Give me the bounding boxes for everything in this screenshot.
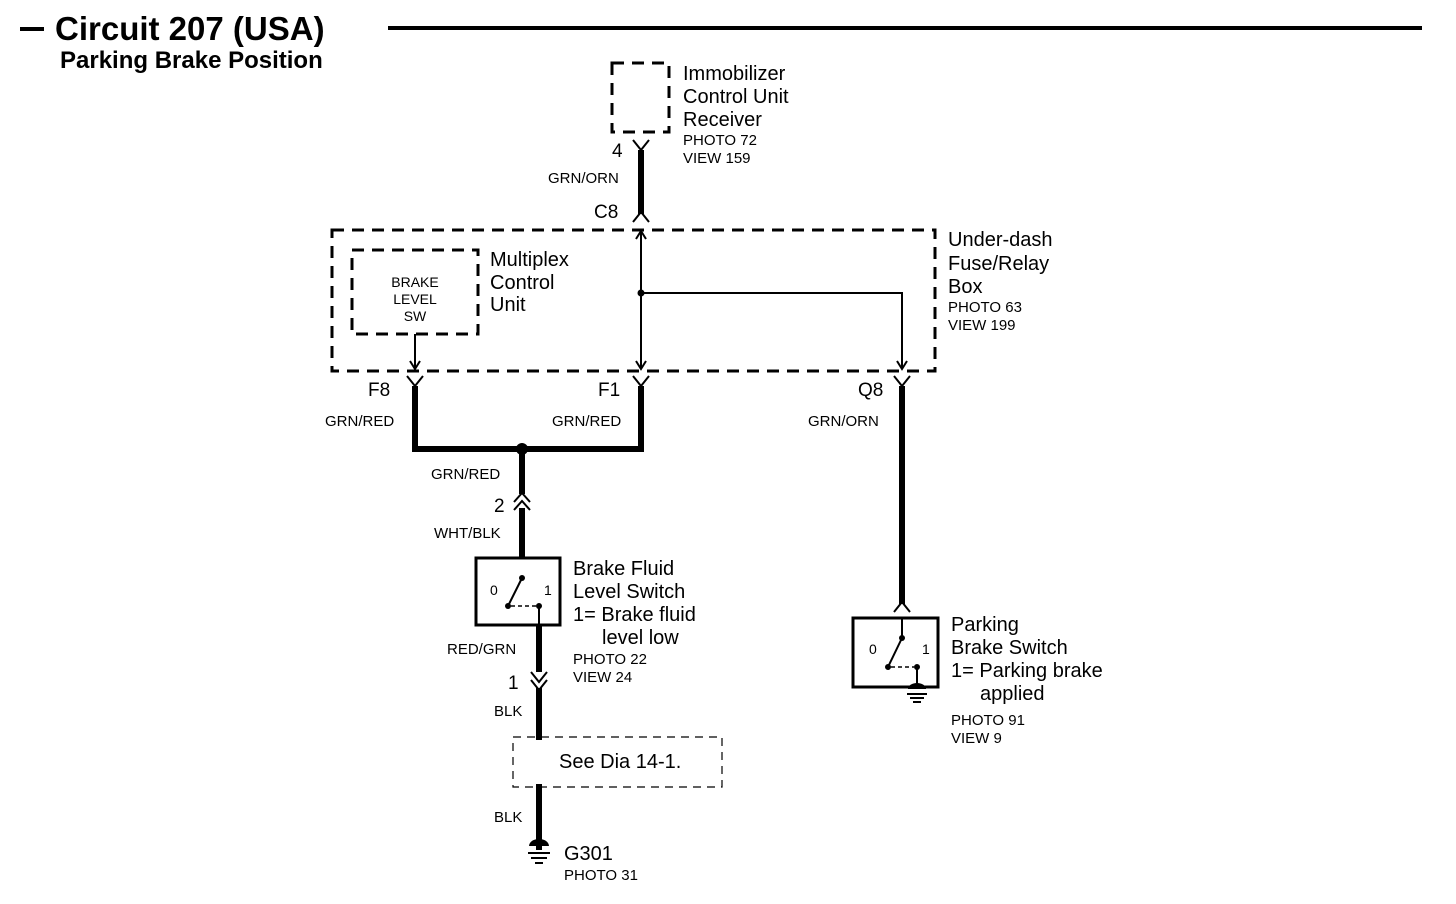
page-title: Circuit 207 (USA) xyxy=(55,10,325,47)
brake-fluid-view: VIEW 24 xyxy=(573,669,632,686)
parking-brake-photo: PHOTO 91 xyxy=(951,712,1025,729)
wire-label-blk-lower: BLK xyxy=(494,809,522,826)
underdash-label-3: Box xyxy=(948,276,982,298)
brake-fluid-contact-0 xyxy=(505,603,511,609)
brake-fluid-blade xyxy=(507,577,523,607)
immobilizer-view: VIEW 159 xyxy=(683,150,751,167)
parking-brake-label-1: Parking xyxy=(951,614,1019,636)
connector-1-upper xyxy=(530,671,548,684)
underdash-photo: PHOTO 63 xyxy=(948,299,1022,316)
parking-brake-view: VIEW 9 xyxy=(951,730,1002,747)
brake-fluid-switch-box xyxy=(474,556,562,627)
connector-2-lower xyxy=(513,499,531,511)
immobilizer-label-3: Receiver xyxy=(683,109,762,131)
immobilizer-label-2: Control Unit xyxy=(683,86,789,108)
underdash-view: VIEW 199 xyxy=(948,317,1016,334)
underdash-fuse-box xyxy=(330,228,937,373)
wire-label-blk-upper: BLK xyxy=(494,703,522,720)
immobilizer-photo: PHOTO 72 xyxy=(683,132,757,149)
multiplex-label-2: Control xyxy=(490,272,554,294)
connector-c8-symbol xyxy=(632,210,650,223)
connector-f8-label: F8 xyxy=(368,380,390,401)
ground-g301-photo: PHOTO 31 xyxy=(564,867,638,884)
multiplex-label-3: Unit xyxy=(490,294,526,316)
parking-brake-blade xyxy=(887,637,903,668)
connector-2-label: 2 xyxy=(494,496,505,517)
connector-c8-label: C8 xyxy=(594,202,618,223)
wire-label-switch-in: WHT/BLK xyxy=(434,525,501,542)
immobilizer-box xyxy=(610,61,671,134)
wire-label-splice: GRN/RED xyxy=(431,466,500,483)
brake-level-sw-label-2: LEVEL xyxy=(393,291,437,307)
underdash-label-2: Fuse/Relay xyxy=(948,253,1049,275)
wire-label-switch-out: RED/GRN xyxy=(447,641,516,658)
brake-level-sw-label-3: SW xyxy=(404,308,427,324)
arrow-c8 xyxy=(635,229,647,240)
connector-q8-symbol xyxy=(893,375,911,388)
wire-label-top: GRN/ORN xyxy=(548,170,619,187)
brake-level-sw-label-1: BRAKE xyxy=(391,274,438,290)
brake-fluid-label-1: Brake Fluid xyxy=(573,558,674,580)
underdash-label-1: Under-dash xyxy=(948,229,1053,251)
brake-fluid-label-3: 1= Brake fluid xyxy=(573,604,696,626)
brake-level-sw-box xyxy=(350,248,480,336)
connector-q8-label: Q8 xyxy=(858,380,883,401)
arrow-f8 xyxy=(409,360,421,371)
wire-label-f8: GRN/RED xyxy=(325,413,394,430)
parking-brake-label-3: 1= Parking brake xyxy=(951,660,1103,682)
arrow-f1 xyxy=(635,360,647,371)
ground-g301-label: G301 xyxy=(564,843,613,865)
connector-2-upper xyxy=(513,491,531,503)
brake-fluid-photo: PHOTO 22 xyxy=(573,651,647,668)
brake-fluid-label-2: Level Switch xyxy=(573,581,685,603)
parking-brake-label-4: applied xyxy=(980,683,1045,705)
brake-fluid-label-4: level low xyxy=(602,627,679,649)
connector-f1-label: F1 xyxy=(598,380,620,401)
brake-fluid-pos-1: 1 xyxy=(544,582,552,598)
wire-label-q8: GRN/ORN xyxy=(808,413,879,430)
page-subtitle: Parking Brake Position xyxy=(60,47,323,74)
parking-brake-label-2: Brake Switch xyxy=(951,637,1068,659)
reference-link[interactable]: See Dia 14-1. xyxy=(559,751,681,773)
arrow-q8 xyxy=(896,360,908,371)
internal-wire-q8 xyxy=(641,292,903,368)
connector-4-symbol xyxy=(632,139,650,152)
connector-f1-symbol xyxy=(632,375,650,388)
ground-g301-blob xyxy=(529,839,549,846)
immobilizer-label-1: Immobilizer xyxy=(683,63,786,85)
multiplex-label-1: Multiplex xyxy=(490,249,569,271)
connector-f8-symbol xyxy=(406,375,424,388)
connector-1-label: 1 xyxy=(508,673,519,694)
parking-brake-pos-0: 0 xyxy=(869,641,877,657)
connector-4-label: 4 xyxy=(612,141,623,162)
parking-brake-contact-0 xyxy=(885,664,891,670)
brake-fluid-pos-0: 0 xyxy=(490,582,498,598)
parking-brake-ground-blob xyxy=(908,683,926,689)
reference-wire-break xyxy=(531,740,546,784)
parking-brake-pos-1: 1 xyxy=(922,641,930,657)
reference-box xyxy=(512,736,723,788)
connector-parking-symbol xyxy=(893,600,911,613)
wire-label-f1: GRN/RED xyxy=(552,413,621,430)
